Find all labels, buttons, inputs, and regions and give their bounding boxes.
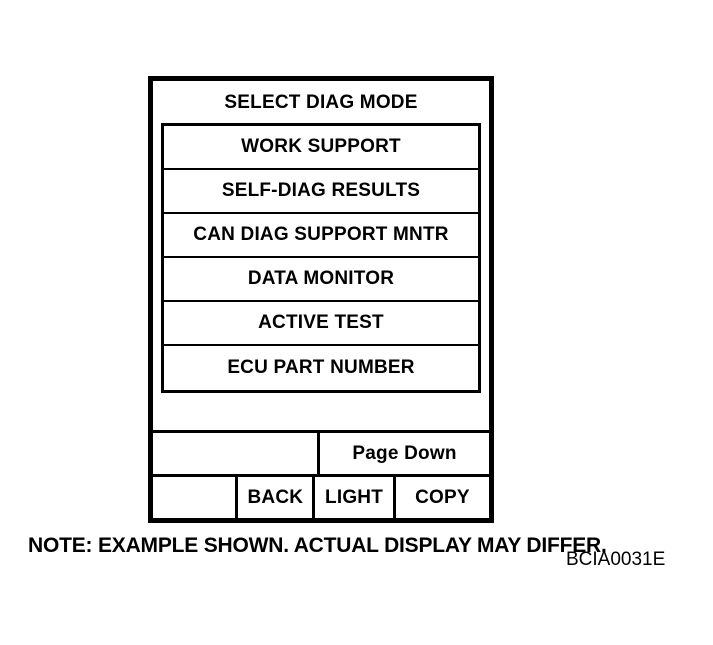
menu-item-data-monitor[interactable]: DATA MONITOR (164, 258, 478, 302)
menu-item-can-diag-support-mntr[interactable]: CAN DIAG SUPPORT MNTR (164, 214, 478, 258)
softkey-label: LIGHT (325, 486, 384, 508)
menu-item-active-test[interactable]: ACTIVE TEST (164, 302, 478, 346)
menu-item-label: ECU PART NUMBER (227, 357, 415, 378)
softkey-label: Page Down (352, 442, 457, 464)
menu-item-label: SELF-DIAG RESULTS (221, 180, 421, 201)
menu-item-work-support[interactable]: WORK SUPPORT (164, 126, 478, 170)
menu-item-ecu-part-number[interactable]: ECU PART NUMBER (164, 346, 478, 390)
screen-title: SELECT DIAG MODE (224, 92, 418, 113)
softkey-label: COPY (415, 486, 470, 508)
scan-tool-screen-frame: SELECT DIAG MODE WORK SUPPORT SELF-DIAG … (148, 76, 494, 523)
softkey-copy[interactable]: COPY (395, 477, 490, 518)
menu-item-label: CAN DIAG SUPPORT MNTR (193, 224, 449, 245)
softkey-blank-lower-left[interactable] (153, 477, 239, 518)
figure-note: NOTE: EXAMPLE SHOWN. ACTUAL DISPLAY MAY … (28, 534, 607, 557)
softkey-light[interactable]: LIGHT (315, 477, 396, 518)
menu-item-label: WORK SUPPORT (241, 136, 401, 157)
softkey-row-page: Page Down (153, 430, 489, 474)
figure-code: BCIA0031E (566, 549, 666, 570)
softkey-area: Page Down BACK LIGHT COPY (153, 430, 490, 518)
menu-item-label: DATA MONITOR (247, 268, 395, 289)
menu-item-label: ACTIVE TEST (258, 312, 384, 333)
softkey-label: BACK (247, 486, 304, 508)
menu-item-self-diag-results[interactable]: SELF-DIAG RESULTS (164, 170, 478, 214)
diag-mode-menu-list: WORK SUPPORT SELF-DIAG RESULTS CAN DIAG … (161, 123, 481, 393)
softkey-back[interactable]: BACK (238, 477, 316, 518)
softkey-row-keys: BACK LIGHT COPY (153, 474, 490, 518)
softkey-page-down[interactable]: Page Down (320, 433, 489, 474)
softkey-blank-left[interactable] (153, 433, 321, 474)
